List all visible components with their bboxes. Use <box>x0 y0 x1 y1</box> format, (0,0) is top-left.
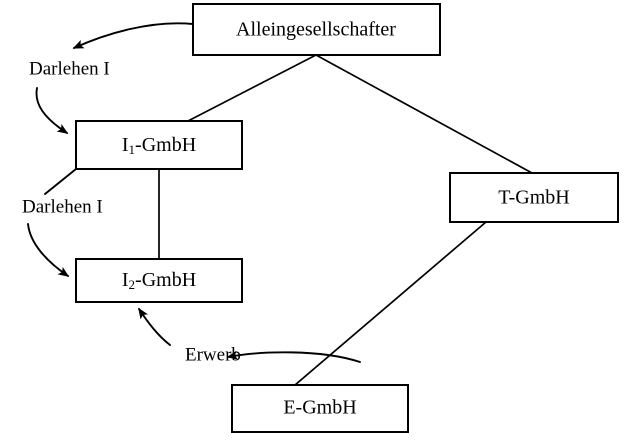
node-group: Alleingesellschafter I1-GmbH I2-GmbH T-G… <box>75 3 619 433</box>
edge-label-group: Darlehen I Darlehen I Erwerb <box>22 58 241 365</box>
node-label-i1-gmbh-subscript: 1 <box>129 142 136 157</box>
node-label-i2-gmbh: I2-GmbH <box>122 269 196 292</box>
edge-group-curves <box>27 22 361 363</box>
edge-alleingesellschafter-to-i1-gmbh <box>187 54 317 122</box>
edge-label-darlehen-2: Darlehen I <box>22 196 103 217</box>
node-label-e-gmbh: E-GmbH <box>283 397 356 419</box>
edge-label-erwerb: Erwerb <box>185 344 241 365</box>
node-label-i1-gmbh-main: I <box>122 134 129 156</box>
edge-erwerb-arrow-tail <box>138 307 171 346</box>
node-label-i1-gmbh-tail: -GmbH <box>135 134 196 156</box>
node-box-i2-gmbh[interactable] <box>75 258 243 303</box>
edge-erwerb-arrow <box>226 350 361 363</box>
node-label-i2-gmbh-subscript: 2 <box>129 277 136 292</box>
edge-darlehen-2-arrow <box>27 223 70 277</box>
node-label-i2-gmbh-tail: -GmbH <box>135 269 196 291</box>
edge-e-gmbh-to-t-gmbh <box>294 221 487 386</box>
node-label-i1-gmbh: I1-GmbH <box>122 134 196 157</box>
edge-alleingesellschafter-to-t-gmbh <box>315 54 533 174</box>
edge-darlehen-1-arrow-tail <box>35 87 69 134</box>
node-label-i2-gmbh-main: I <box>122 269 129 291</box>
node-label-alleingesellschafter: Alleingesellschafter <box>236 19 396 41</box>
edge-label-darlehen-1: Darlehen I <box>29 58 110 79</box>
edge-group-lines <box>158 54 533 386</box>
edge-darlehen-1-arrow <box>72 22 194 49</box>
node-box-i1-gmbh[interactable] <box>75 120 243 170</box>
node-label-t-gmbh: T-GmbH <box>498 187 569 209</box>
node-box-alleingesellschafter[interactable] <box>192 3 441 56</box>
node-box-e-gmbh[interactable] <box>231 384 409 433</box>
node-box-t-gmbh[interactable] <box>449 172 619 223</box>
edge-darlehen-2-arrow-head <box>44 168 77 195</box>
